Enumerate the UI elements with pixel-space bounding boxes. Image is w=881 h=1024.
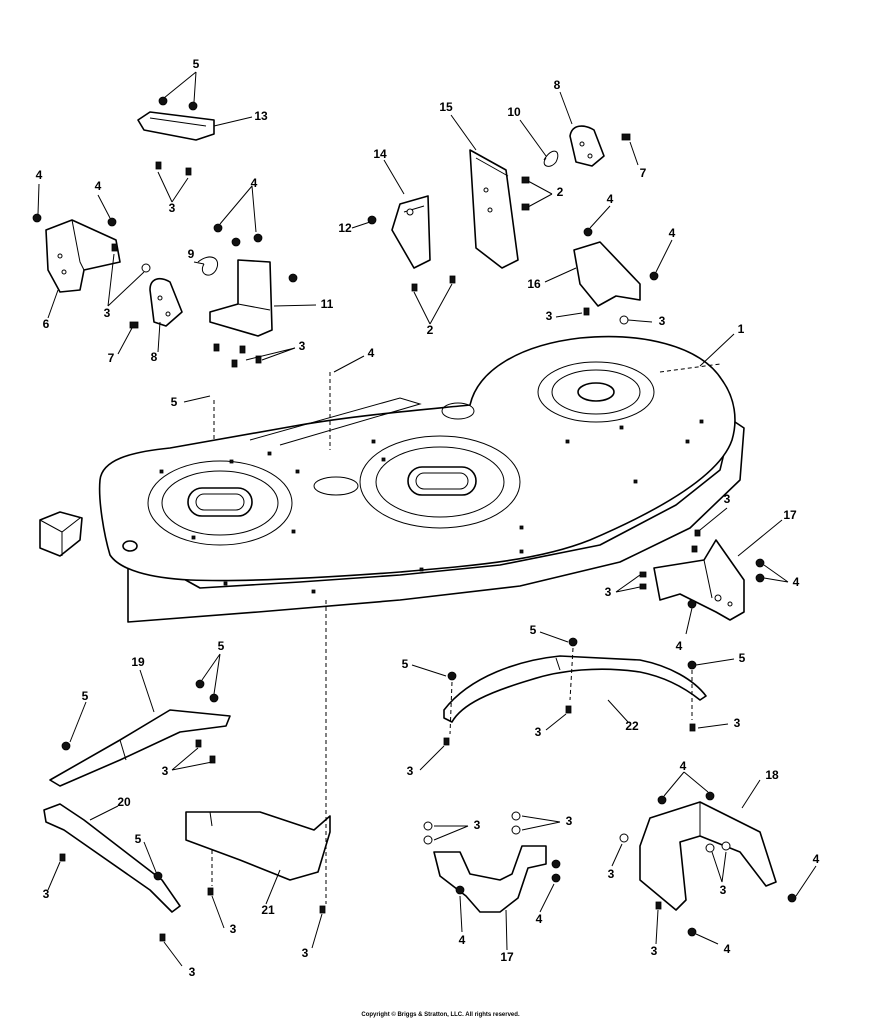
callout-3: 3 — [43, 887, 50, 901]
callout-4: 4 — [536, 912, 543, 926]
baffle-21 — [185, 811, 331, 914]
callout-4: 4 — [36, 168, 43, 182]
callout-3: 3 — [230, 922, 237, 936]
callout-4: 4 — [95, 179, 102, 193]
callout-5: 5 — [135, 832, 142, 846]
copyright-notice: Copyright © Briggs & Stratton, LLC. All … — [361, 1012, 520, 1018]
callout-4: 4 — [607, 192, 614, 206]
callout-3: 3 — [104, 306, 111, 320]
callout-4: 4 — [676, 639, 683, 653]
baffle-19 — [49, 679, 231, 787]
callout-3: 3 — [189, 965, 196, 979]
bracket-6 — [32, 213, 151, 293]
callout-8: 8 — [554, 78, 561, 92]
idler-plate-8-right — [569, 125, 631, 167]
callout-18: 18 — [765, 768, 779, 782]
bracket-18 — [619, 791, 797, 937]
callout-22: 22 — [625, 719, 639, 733]
callout-9: 9 — [188, 247, 195, 261]
callout-5: 5 — [171, 395, 178, 409]
callout-4: 4 — [368, 346, 375, 360]
plate-15 — [469, 149, 559, 269]
callout-4: 4 — [680, 759, 687, 773]
callout-3: 3 — [734, 716, 741, 730]
callout-3: 3 — [720, 883, 727, 897]
bracket-17-lower — [423, 811, 561, 913]
bar-20 — [43, 803, 181, 942]
alignment-lines — [213, 363, 721, 904]
callout-13: 13 — [254, 109, 268, 123]
callout-3: 3 — [566, 814, 573, 828]
idler-plate-8-left — [129, 256, 218, 329]
callout-6: 6 — [43, 317, 50, 331]
callout-19: 19 — [131, 655, 145, 669]
callout-7: 7 — [640, 166, 647, 180]
callout-5: 5 — [193, 57, 200, 71]
callout-5: 5 — [530, 623, 537, 637]
callout-4: 4 — [669, 226, 676, 240]
callout-5: 5 — [82, 689, 89, 703]
callout-15: 15 — [439, 100, 453, 114]
callout-4: 4 — [793, 575, 800, 589]
callout-3: 3 — [608, 867, 615, 881]
callout-11: 11 — [321, 297, 334, 311]
baffle-22 — [443, 637, 707, 746]
callout-2: 2 — [557, 185, 564, 199]
callout-12: 12 — [338, 221, 352, 235]
callout-3: 3 — [302, 946, 309, 960]
bracket-14 — [367, 195, 456, 292]
callout-10: 10 — [507, 105, 521, 119]
callout-8: 8 — [151, 350, 158, 364]
callout-20: 20 — [117, 795, 131, 809]
callout-3: 3 — [535, 725, 542, 739]
callout-3: 3 — [474, 818, 481, 832]
callout-5: 5 — [218, 639, 225, 653]
callout-3: 3 — [605, 585, 612, 599]
callout-4: 4 — [251, 176, 258, 190]
deck-mounting-holes — [159, 419, 704, 594]
callout-17: 17 — [500, 950, 514, 964]
callout-16: 16 — [527, 277, 541, 291]
callout-1: 1 — [738, 322, 745, 336]
callout-7: 7 — [108, 351, 115, 365]
mower-deck-housing — [39, 335, 745, 623]
callout-14: 14 — [373, 147, 387, 161]
callout-numbers: 5 13 3 4 4 4 6 3 9 11 7 8 3 14 12 2 15 1… — [36, 57, 820, 979]
callout-3: 3 — [724, 492, 731, 506]
callout-5: 5 — [402, 657, 409, 671]
callout-3: 3 — [299, 339, 306, 353]
callout-3: 3 — [651, 944, 658, 958]
callout-5: 5 — [739, 651, 746, 665]
bracket-16 — [573, 227, 659, 325]
callout-3: 3 — [659, 314, 666, 328]
callout-4: 4 — [813, 852, 820, 866]
callout-4: 4 — [724, 942, 731, 956]
bracket-13 — [137, 96, 215, 176]
callout-21: 21 — [261, 903, 275, 917]
callout-17: 17 — [783, 508, 797, 522]
bracket-17-upper — [639, 529, 765, 621]
callout-2: 2 — [427, 323, 434, 337]
callout-3: 3 — [169, 201, 176, 215]
bracket-11 — [209, 223, 298, 368]
callout-3: 3 — [162, 764, 169, 778]
callout-3: 3 — [546, 309, 553, 323]
leader-lines — [37, 71, 817, 967]
callout-3: 3 — [407, 764, 414, 778]
callout-4: 4 — [459, 933, 466, 947]
